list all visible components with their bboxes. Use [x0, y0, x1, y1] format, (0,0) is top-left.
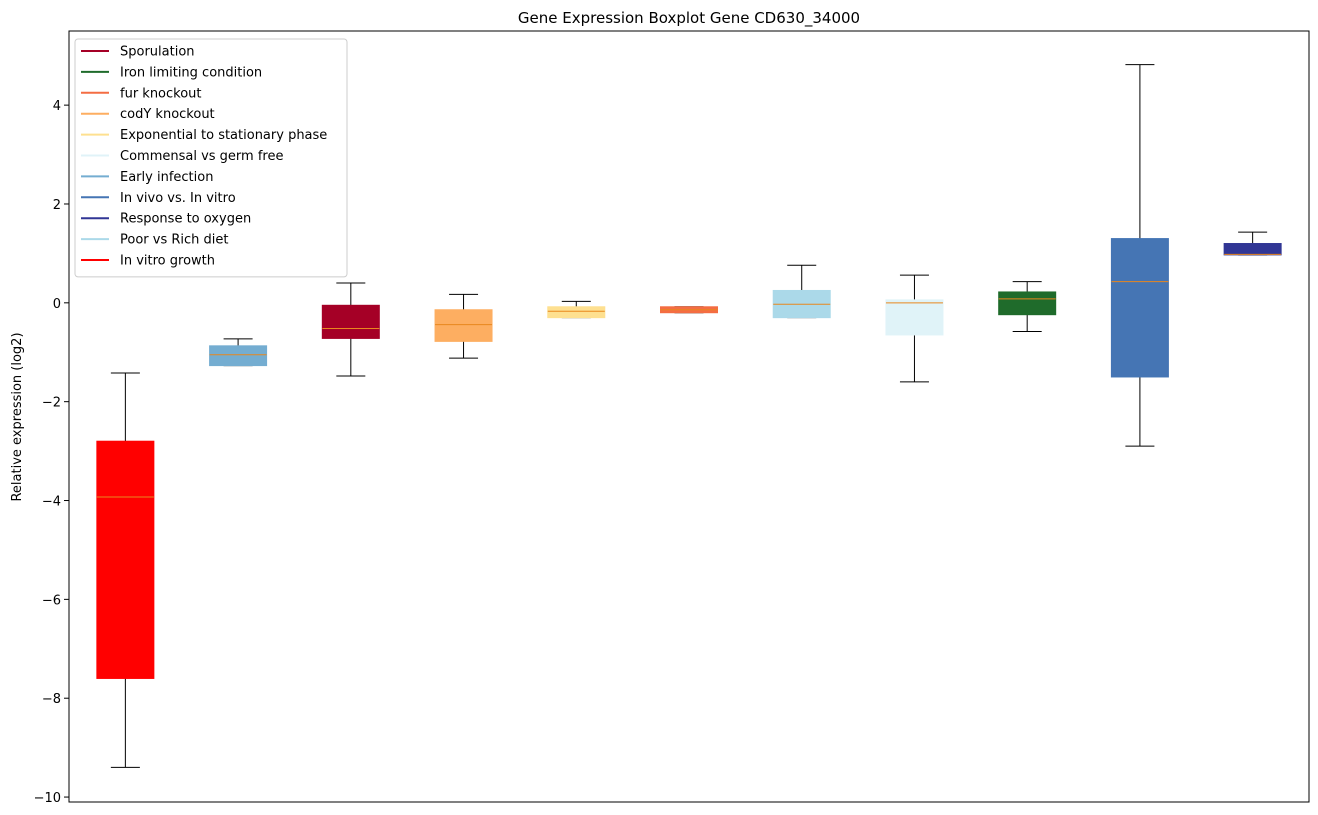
legend-label: Response to oxygen [120, 212, 251, 227]
legend-label: Exponential to stationary phase [120, 128, 327, 143]
y-tick-label: 0 [53, 297, 61, 312]
box-10 [1110, 64, 1169, 447]
y-tick-label: −4 [42, 495, 61, 510]
iqr-box [998, 291, 1057, 316]
legend-entry: In vivo vs. In vitro [81, 191, 236, 206]
box-11 [1223, 231, 1282, 256]
legend-entry: Sporulation [81, 45, 195, 60]
plot-frame [68, 30, 1310, 803]
legend-label: fur knockout [120, 86, 202, 101]
iqr-box [434, 309, 493, 342]
legend-entry: Iron limiting condition [81, 65, 262, 80]
iqr-box [321, 304, 380, 339]
box-6 [660, 306, 718, 314]
y-tick-label: 2 [53, 198, 61, 213]
box-4 [434, 293, 493, 359]
iqr-box [885, 299, 944, 336]
legend-frame [74, 38, 348, 278]
legend-label: Early infection [120, 170, 213, 185]
legend-label: Poor vs Rich diet [120, 233, 228, 248]
y-tick-label: −8 [42, 692, 61, 707]
legend-label: Sporulation [120, 45, 195, 60]
legend-entry: In vitro growth [81, 254, 215, 269]
iqr-box [96, 440, 155, 679]
legend-label: In vitro growth [120, 254, 215, 269]
y-tick-label: −6 [42, 593, 61, 608]
boxes-layer [96, 64, 1282, 768]
y-tick-label: 4 [53, 99, 61, 114]
box-2 [209, 338, 268, 367]
legend-entry: Poor vs Rich diet [81, 233, 228, 248]
box-9 [998, 281, 1057, 332]
box-7 [772, 264, 831, 319]
legend-label: Commensal vs germ free [120, 149, 283, 164]
legend-entry: codY knockout [81, 107, 215, 122]
iqr-box [547, 306, 606, 319]
box-8 [885, 274, 944, 383]
legend-entry: fur knockout [81, 86, 202, 101]
y-axis: −10 −8 −6 −4 −2 0 2 4 [34, 99, 69, 806]
box-5 [547, 300, 606, 319]
legend-label: In vivo vs. In vitro [120, 191, 236, 206]
chart-title: Gene Expression Boxplot Gene CD630_34000 [518, 9, 860, 28]
box-3 [321, 282, 380, 377]
y-tick-label: −2 [42, 396, 61, 411]
legend-entry: Response to oxygen [81, 212, 251, 227]
iqr-box [1223, 243, 1282, 256]
y-axis-label: Relative expression (log2) [10, 332, 25, 501]
legend-label: Iron limiting condition [120, 65, 262, 80]
iqr-box [209, 345, 268, 367]
legend-entry: Early infection [81, 170, 213, 185]
box-1 [96, 372, 155, 768]
legend-entry: Exponential to stationary phase [81, 128, 327, 143]
y-tick-label: −10 [34, 791, 61, 806]
legend-label: codY knockout [120, 107, 215, 122]
iqr-box [1110, 238, 1169, 378]
legend-entry: Commensal vs germ free [81, 149, 283, 164]
